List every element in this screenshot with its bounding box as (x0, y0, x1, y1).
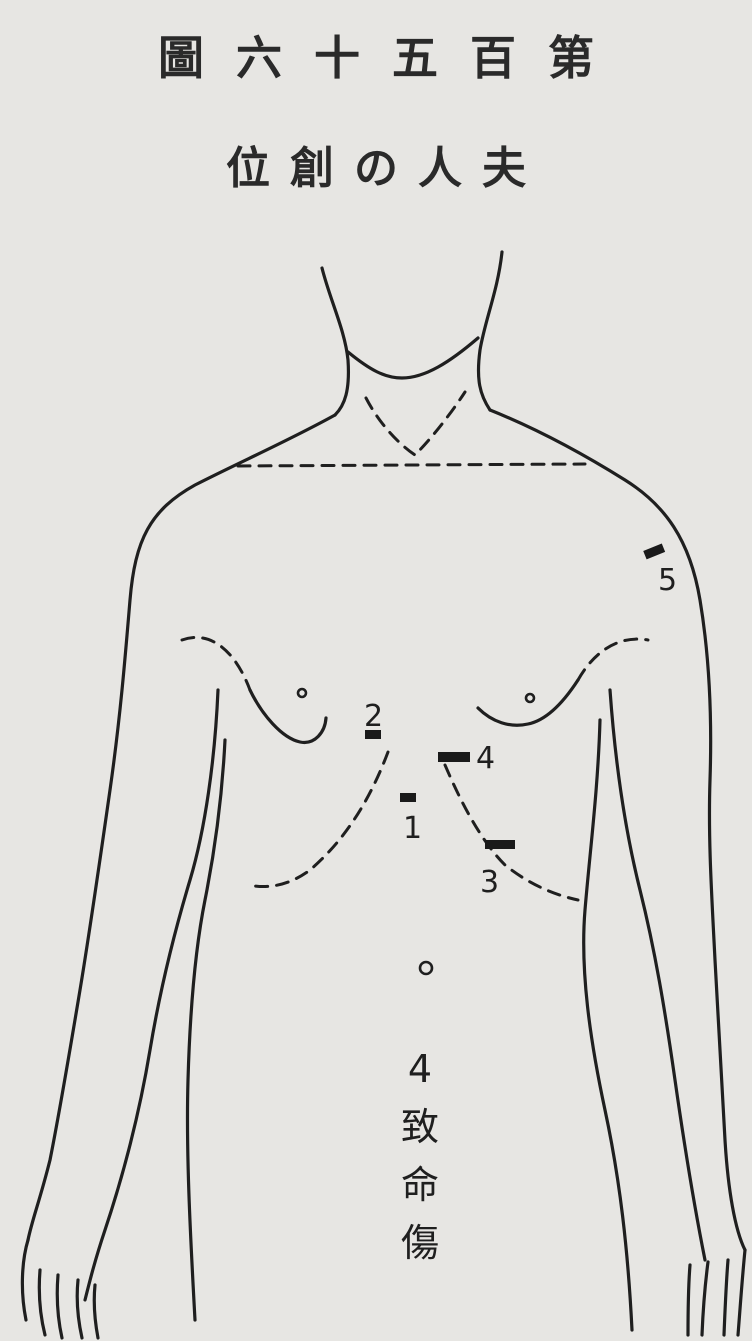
caption-number: 4 (396, 1040, 444, 1098)
left-shoulder-outline (28, 415, 335, 1240)
navel (420, 962, 432, 974)
caption-char-1: 致 (396, 1098, 444, 1156)
neck-right-outline (478, 252, 502, 410)
right-hand-outline (688, 1250, 745, 1335)
wound-mark-5 (643, 544, 665, 560)
wound-mark-1 (400, 793, 416, 802)
wound-3: 3 (480, 840, 515, 900)
chin-outline (348, 338, 478, 378)
left-inner-arm-outline (85, 690, 218, 1300)
neck-left-outline (322, 268, 348, 415)
right-rib-dashed-line (445, 765, 578, 900)
wound-2: 2 (364, 699, 383, 739)
wound-label-2: 2 (364, 699, 383, 734)
wound-5: 5 (643, 544, 677, 598)
wound-label-3: 3 (480, 865, 499, 900)
right-shoulder-outline (490, 410, 745, 1250)
caption-char-2: 命 (396, 1156, 444, 1214)
left-breast-dashed-line (182, 637, 250, 690)
left-breast-outline (250, 690, 326, 742)
wound-label-1: 1 (403, 811, 422, 846)
neck-dashed-line (366, 392, 465, 455)
collar-dashed-line (238, 464, 585, 466)
wound-mark-4 (438, 752, 470, 762)
right-nipple (526, 694, 534, 702)
fatal-wound-caption: 4 致 命 傷 (396, 1040, 444, 1272)
wound-1: 1 (400, 793, 422, 846)
wound-label-4: 4 (476, 741, 495, 776)
wound-label-5: 5 (658, 563, 677, 598)
left-nipple (298, 689, 306, 697)
caption-char-3: 傷 (396, 1214, 444, 1272)
left-rib-dashed-line (255, 752, 388, 887)
right-inner-arm-outline (610, 690, 705, 1260)
right-breast-dashed-line (578, 639, 648, 680)
wound-mark-3 (485, 840, 515, 849)
left-torso-outline (187, 740, 225, 1320)
